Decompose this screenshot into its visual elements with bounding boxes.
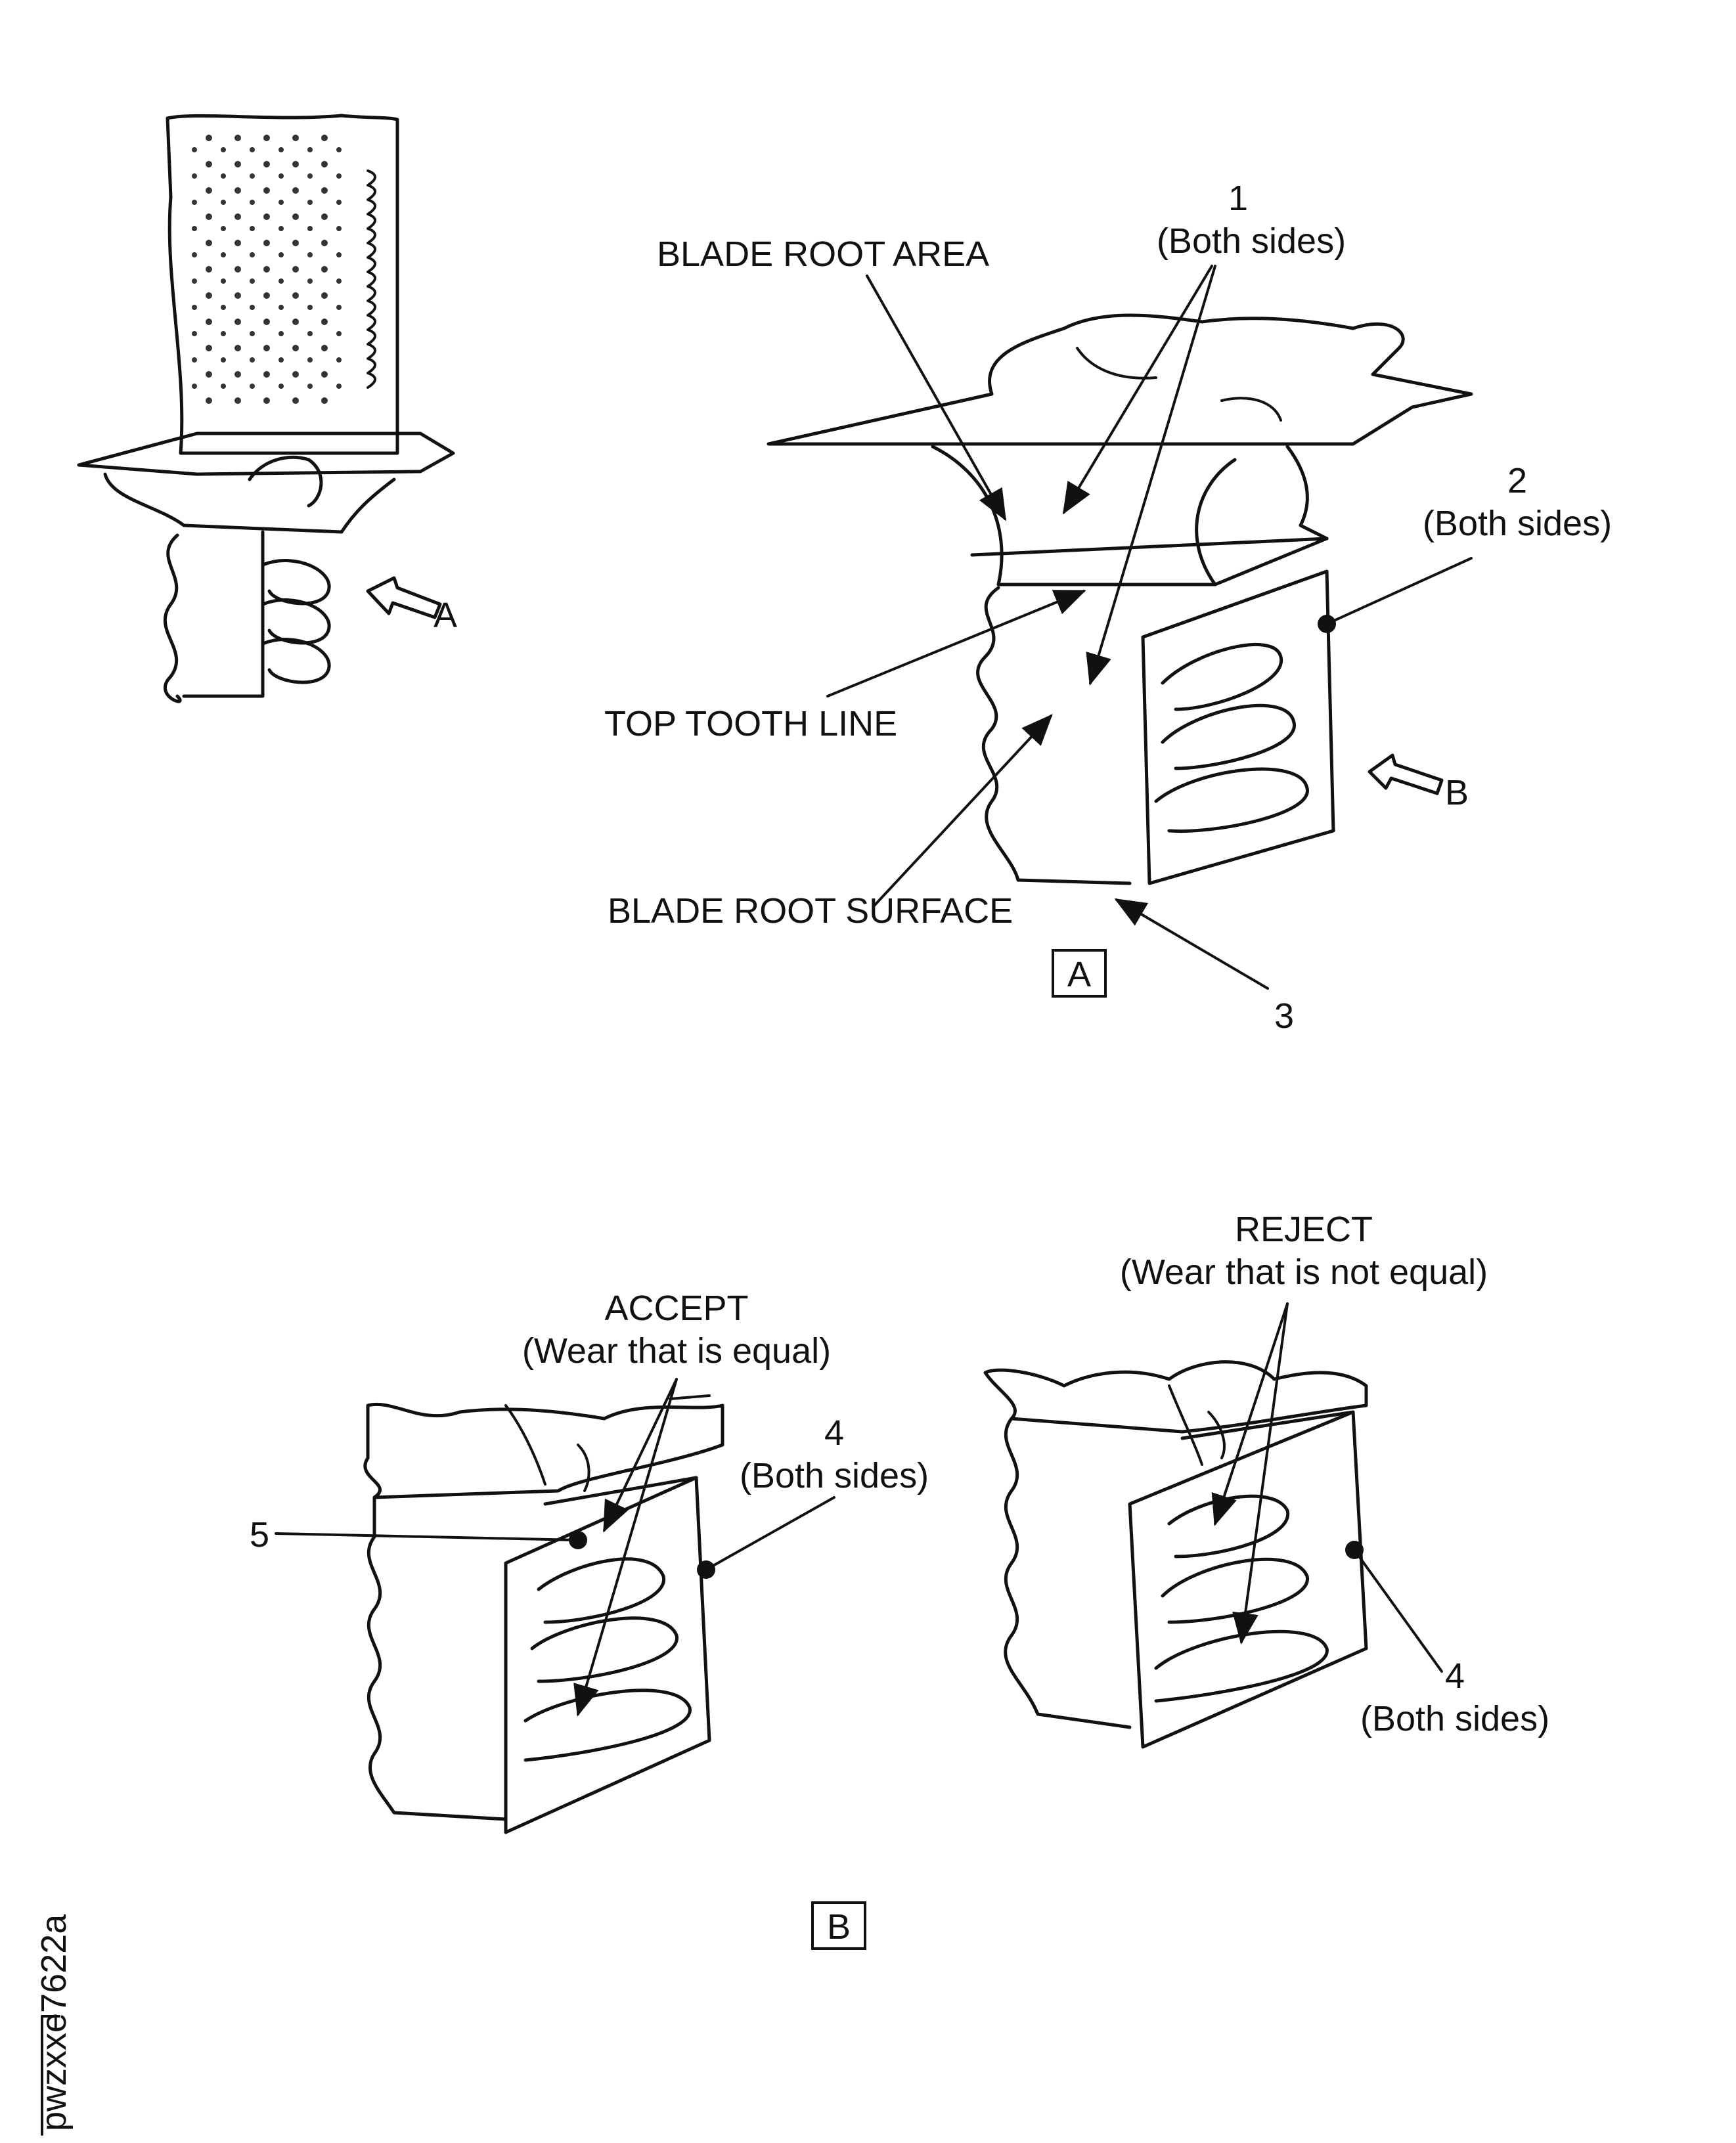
callout-4-accept-number: 4	[824, 1413, 844, 1453]
view-arrow-a: A	[366, 576, 457, 635]
blade-root-view-a	[767, 313, 1473, 885]
view-box-b-label: B	[827, 1907, 851, 1947]
blade-root-area-label: BLADE ROOT AREA	[657, 234, 989, 274]
callout-4-reject-dot	[1345, 1541, 1364, 1559]
callout-4-reject-number: 4	[1445, 1656, 1465, 1696]
callout-1-note: (Both sides)	[1157, 221, 1346, 261]
figure-id: pwzxxe7622a	[34, 1914, 74, 2131]
callout-2-number: 2	[1507, 461, 1527, 500]
reject-note: (Wear that is not equal)	[1120, 1252, 1488, 1292]
view-a-leaders	[826, 265, 1473, 990]
cooling-holes-pattern	[184, 131, 348, 407]
overview-turbine-blade	[77, 114, 455, 703]
view-arrow-b: B	[1368, 753, 1469, 812]
view-box-a: A	[1052, 949, 1107, 998]
callout-3-number: 3	[1274, 996, 1294, 1036]
callout-4-accept-dot	[697, 1560, 715, 1579]
callout-4-accept-note: (Both sides)	[740, 1456, 929, 1495]
accept-title: ACCEPT	[604, 1289, 748, 1328]
callout-2-note: (Both sides)	[1423, 504, 1612, 543]
figure-id-tag: pwzxxe7622a	[34, 1914, 74, 2136]
callout-2-dot	[1318, 615, 1336, 633]
blade-root-surface-label: BLADE ROOT SURFACE	[608, 891, 1013, 931]
accept-blade-root-view	[275, 1378, 835, 1834]
view-arrow-a-label: A	[434, 596, 457, 635]
top-tooth-line-label: TOP TOOTH LINE	[604, 704, 897, 743]
reject-title: REJECT	[1235, 1210, 1373, 1249]
callout-1-number: 1	[1228, 179, 1248, 218]
view-arrow-b-label: B	[1445, 773, 1469, 812]
callout-5-number: 5	[250, 1515, 269, 1555]
callout-4-reject-note: (Both sides)	[1360, 1699, 1549, 1738]
accept-note: (Wear that is equal)	[522, 1331, 831, 1371]
callout-5-dot	[569, 1531, 587, 1549]
reject-blade-root-view	[983, 1302, 1443, 1749]
view-box-b: B	[811, 1901, 866, 1950]
view-box-a-label: A	[1067, 955, 1091, 994]
